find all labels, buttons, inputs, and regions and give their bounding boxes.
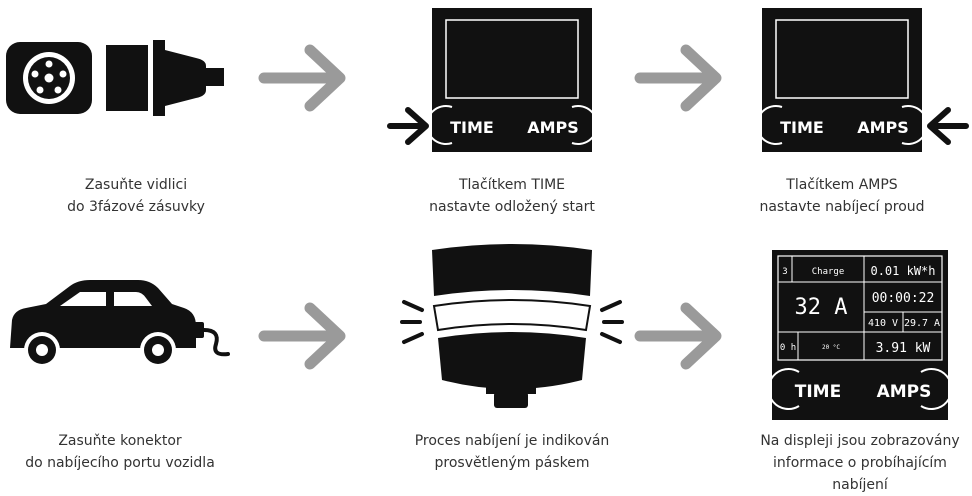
display-panel bbox=[767, 250, 953, 420]
display-delay: 0 h bbox=[780, 343, 796, 353]
arrow-right-icon bbox=[387, 107, 429, 145]
display-mode: Charge bbox=[812, 267, 845, 277]
caption-line: do nabíjecího portu vozidla bbox=[25, 455, 215, 471]
caption-line: do 3fázové zásuvky bbox=[67, 199, 205, 215]
display-voltage: 410 V bbox=[868, 318, 898, 329]
step-3-caption: Tlačítkem AMPS nastavte nabíjecí proud bbox=[722, 174, 962, 218]
step-1-caption: Zasuňte vidlici do 3fázové zásuvky bbox=[16, 174, 256, 218]
caption-line: prosvětleným páskem bbox=[434, 455, 590, 471]
time-button-label[interactable]: TIME bbox=[780, 118, 824, 137]
connector-icon bbox=[184, 322, 230, 357]
time-button-label[interactable]: TIME bbox=[450, 118, 494, 137]
control-panel-time bbox=[387, 8, 599, 152]
caption-line: Tlačítkem AMPS bbox=[786, 177, 898, 193]
caption-line: Tlačítkem TIME bbox=[458, 177, 565, 193]
arrow-icon bbox=[634, 302, 722, 370]
arrow-icon bbox=[634, 44, 722, 112]
display-energy: 0.01 kW*h bbox=[870, 264, 935, 278]
caption-line: Proces nabíjení je indikován bbox=[414, 433, 610, 449]
display-elapsed: 00:00:22 bbox=[872, 291, 935, 306]
amps-button-label[interactable]: AMPS bbox=[857, 118, 909, 137]
caption-line: Na displeji jsou zobrazovány bbox=[760, 433, 960, 449]
step-6-caption: Na displeji jsou zobrazovány informace o… bbox=[740, 430, 972, 496]
arrow-icon bbox=[258, 44, 346, 112]
display-current: 32 A bbox=[795, 295, 848, 320]
caption-line: nastavte nabíjecí proud bbox=[759, 199, 925, 215]
socket-plug-icon bbox=[6, 40, 224, 116]
caption-line: nabíjení bbox=[832, 477, 888, 493]
time-button-label[interactable]: TIME bbox=[795, 382, 841, 402]
step-4-caption: Zasuňte konektor do nabíjecího portu voz… bbox=[0, 430, 240, 474]
amps-button-label[interactable]: AMPS bbox=[877, 382, 932, 402]
charger-column-icon bbox=[400, 244, 624, 408]
display-power: 3.91 kW bbox=[876, 341, 931, 356]
caption-line: nastavte odložený start bbox=[429, 199, 595, 215]
control-panel-amps bbox=[755, 8, 969, 152]
caption-line: Zasuňte konektor bbox=[58, 433, 182, 449]
step-5-caption: Proces nabíjení je indikován prosvětlený… bbox=[392, 430, 632, 474]
car-icon bbox=[10, 280, 196, 368]
amps-button-label[interactable]: AMPS bbox=[527, 118, 579, 137]
arrow-left-icon bbox=[927, 107, 969, 145]
display-phase: 3 bbox=[782, 267, 787, 277]
step-2-caption: Tlačítkem TIME nastavte odložený start bbox=[392, 174, 632, 218]
caption-line: Zasuňte vidlici bbox=[84, 177, 188, 193]
display-temperature: 20 °C bbox=[822, 344, 840, 351]
display-measured-current: 29.7 A bbox=[904, 318, 940, 329]
caption-line: informace o probíhajícím bbox=[773, 455, 947, 471]
arrow-icon bbox=[258, 302, 346, 370]
